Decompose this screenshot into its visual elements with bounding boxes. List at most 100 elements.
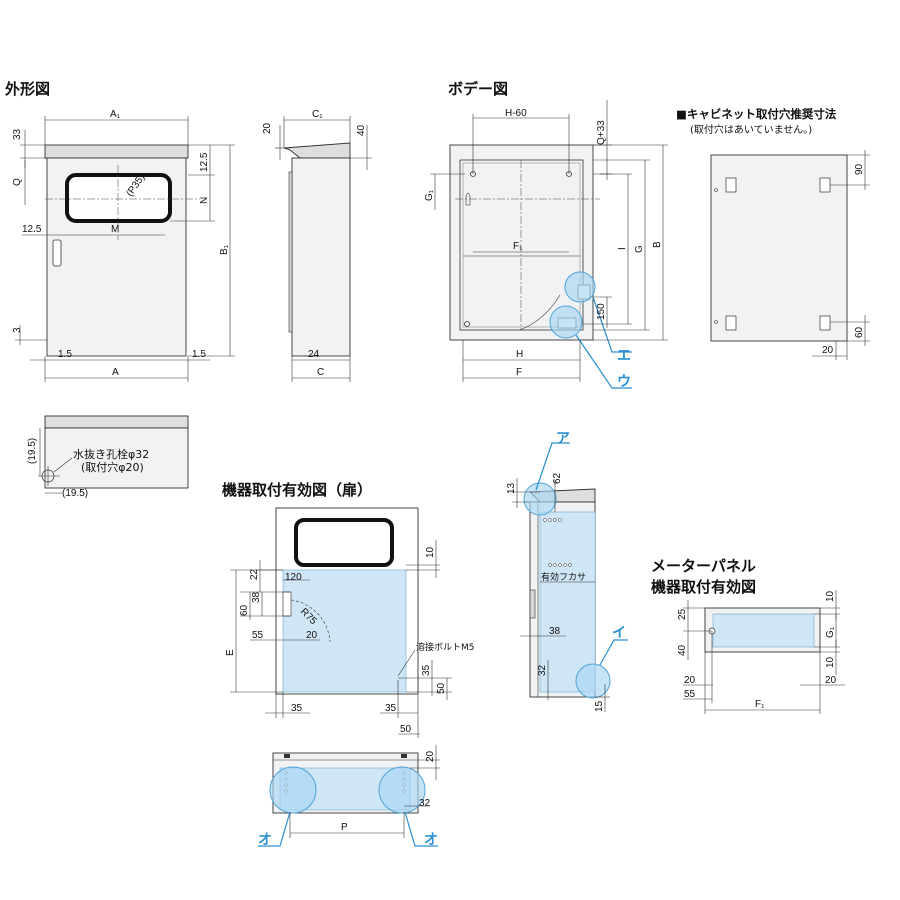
callout-a: ア [556, 431, 570, 447]
dim-3: 3 [12, 327, 23, 333]
dim-F1-meter: F₁ [755, 699, 765, 710]
dim-35-bottom-left: 35 [291, 703, 303, 714]
dim-55: 55 [252, 630, 264, 641]
dim-22: 22 [249, 568, 260, 580]
door-area-view [275, 507, 419, 695]
dim-20-meter-right: 20 [825, 675, 837, 686]
effective-depth-label: 有効フカサ [541, 571, 586, 583]
dim-50-right: 50 [436, 682, 447, 694]
dim-40-side: 40 [356, 124, 367, 136]
dim-19-5-v: (19.5) [27, 438, 38, 464]
title-door-area: 機器取付有効図（扉） [222, 481, 372, 499]
dim-12-5-left: 12.5 [22, 224, 42, 235]
cabinet-holes-note: (取付穴はあいていません。) [690, 123, 812, 136]
dim-62: 62 [552, 472, 563, 484]
dim-120: 120 [285, 572, 302, 583]
title-meter-line2: 機器取付有効図 [651, 578, 756, 596]
dim-20-side: 20 [262, 122, 273, 134]
callout-o-left: オ [258, 832, 272, 848]
dim-24: 24 [308, 349, 320, 360]
callout-circle-u [549, 305, 583, 339]
dim-H: H [516, 349, 523, 360]
dim-B1: B₁ [219, 244, 230, 255]
dim-G1-meter: G₁ [825, 626, 836, 638]
dim-Q: Q [12, 178, 23, 186]
dim-32-top: 32 [419, 798, 431, 809]
door-dims: 22 120 60 38 R75 55 20 E 10 溶接ボルトM5 35 5… [225, 540, 475, 738]
top-view: オ オ [258, 752, 438, 848]
weld-bolt-note: 溶接ボルトM5 [416, 641, 475, 653]
outline-front-dims: A₁ 33 Q 12.5 N (P35) 12.5 M B₁ 3 1.5 1.5… [12, 109, 235, 382]
title-cabinet-holes: ■キャビネット取付穴推奨寸法 [676, 107, 837, 121]
dim-12-5-top: 12.5 [199, 152, 210, 172]
title-body: ボデー図 [448, 80, 508, 98]
dim-20-door: 20 [306, 630, 318, 641]
dim-35-bottom-right: 35 [385, 703, 397, 714]
dim-10-meter-top: 10 [825, 590, 836, 602]
side-dims: 13 62 有効フカサ 38 32 15 [506, 472, 610, 712]
dim-H-60: H-60 [505, 108, 527, 119]
dim-1-5-left: 1.5 [58, 349, 72, 360]
meter-panel-view [704, 607, 821, 680]
dim-M: M [111, 224, 119, 235]
dim-20-top: 20 [425, 750, 436, 762]
callout-u: ウ [617, 374, 631, 390]
title-meter-line1: メーターパネル [651, 557, 756, 575]
dim-N: N [199, 197, 210, 204]
dim-Q-plus-33: Q+33 [596, 120, 607, 145]
outline-side-dims: C₁ 20 40 24 C [262, 109, 372, 382]
bottom-view: (19.5) (19.5) 水抜き孔栓φ32 (取付穴φ20) [27, 415, 189, 499]
dim-38-door: 38 [251, 591, 262, 603]
callout-o-right: オ [424, 832, 438, 848]
cab-slot-bl [725, 315, 737, 331]
dim-C1: C₁ [312, 109, 323, 120]
dim-10-meter-bot: 10 [825, 656, 836, 668]
drain-hole-note: (取付穴φ20) [81, 460, 144, 474]
body-view: エ ウ [449, 144, 632, 390]
door-handle [52, 239, 62, 267]
dim-E: E [225, 649, 236, 656]
dim-G: G [634, 245, 645, 253]
dim-P: P [341, 822, 348, 833]
cabinet-holes-view: 90 60 20 [710, 150, 870, 360]
dim-33: 33 [12, 128, 23, 140]
meter-dims: 25 40 10 G₁ 10 20 20 55 F₁ [677, 590, 845, 714]
outline-front-view [44, 144, 200, 357]
dim-60: 60 [854, 326, 865, 338]
dim-A: A [112, 367, 119, 378]
dim-20-meter-left: 20 [684, 675, 696, 686]
title-outline: 外形図 [4, 80, 50, 98]
side-section-view: ア イ [523, 431, 628, 699]
callout-circle-o-left [269, 766, 317, 814]
door-window [294, 518, 394, 567]
callout-circle-i [575, 663, 611, 699]
door-effective-area [282, 569, 407, 693]
dim-F: F [516, 367, 522, 378]
callout-i: イ [612, 625, 626, 641]
dim-60-door: 60 [239, 604, 250, 616]
dim-35-right: 35 [421, 664, 432, 676]
dim-50-bottom: 50 [400, 724, 412, 735]
window-frame [65, 173, 172, 223]
side-effective-area [539, 511, 596, 693]
top-dims: 20 32 P [289, 745, 440, 838]
dim-G1: G₁ [424, 189, 435, 201]
dim-32-side: 32 [537, 664, 548, 676]
dim-40-meter: 40 [677, 644, 688, 656]
dim-90: 90 [854, 163, 865, 175]
dim-55-meter: 55 [684, 689, 696, 700]
body-dims: H-60 Q+33 G₁ F₁ I G B 150 H F [424, 100, 668, 382]
cab-slot-tl [725, 177, 737, 193]
dim-25-meter: 25 [677, 608, 688, 620]
callout-e: エ [617, 348, 631, 364]
callout-circle-o-right [378, 766, 426, 814]
callout-circle-e [564, 271, 596, 303]
dim-10-door: 10 [425, 546, 436, 558]
dim-C: C [317, 367, 324, 378]
cab-slot-tr [819, 177, 831, 193]
dim-1-5-right: 1.5 [192, 349, 206, 360]
dim-20-cab: 20 [822, 345, 834, 356]
callout-circle-a [523, 482, 557, 516]
dim-13: 13 [506, 482, 517, 494]
